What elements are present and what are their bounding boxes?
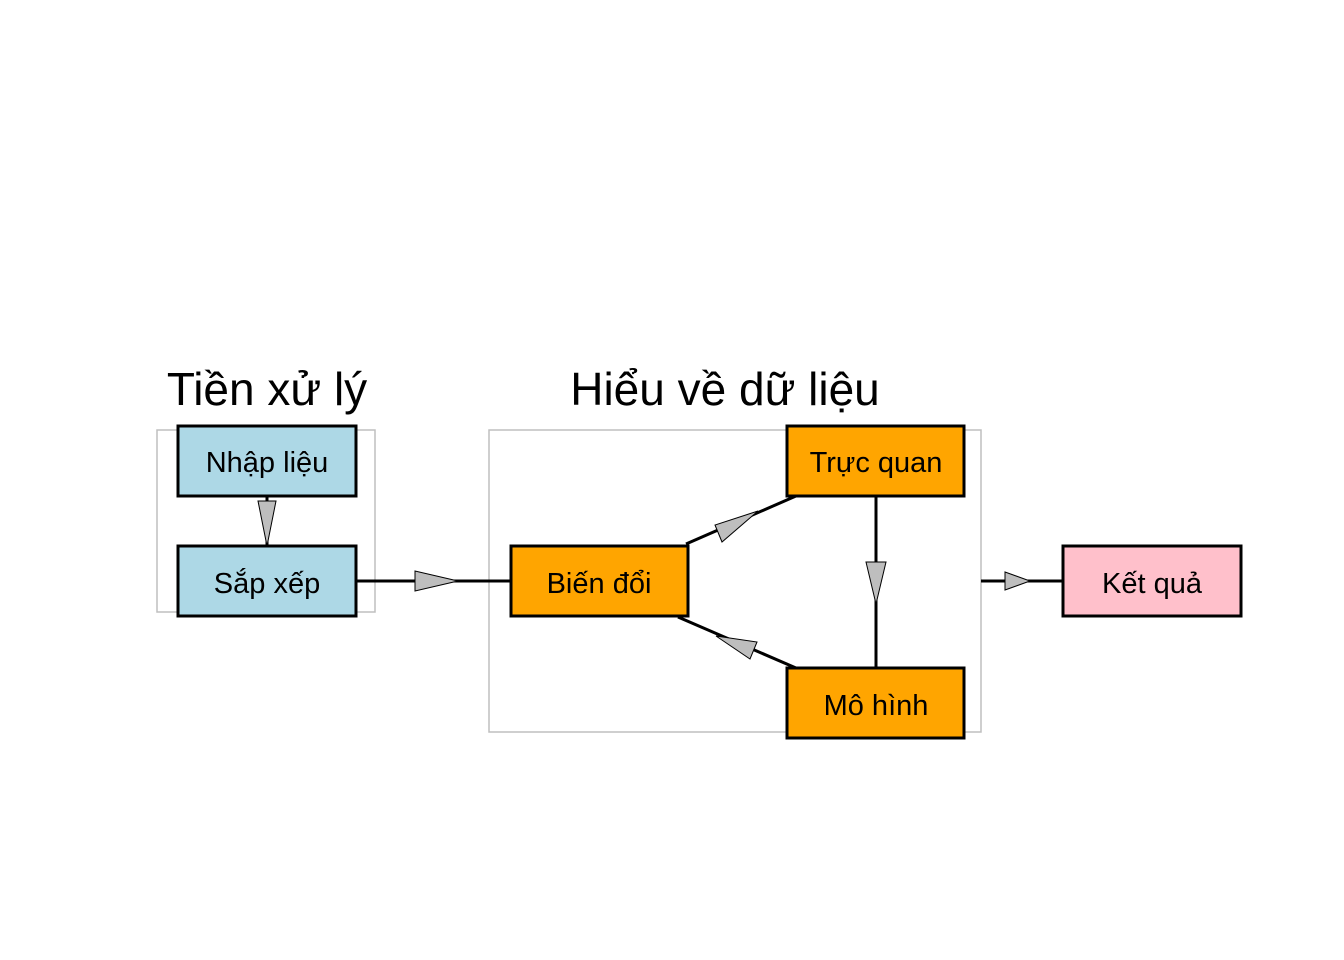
arrowhead-tidy-transform bbox=[414, 570, 459, 592]
node-model-label: Mô hình bbox=[824, 690, 929, 722]
arrowhead-model-transform bbox=[715, 635, 758, 660]
node-import-box bbox=[176, 424, 358, 498]
node-import-label: Nhập liệu bbox=[206, 447, 329, 479]
node-communicate: Kết quả bbox=[1061, 544, 1243, 618]
node-visualize-box bbox=[785, 424, 966, 498]
group-title-understand: Hiểu về dữ liệu bbox=[570, 363, 880, 415]
arrowhead-transform-visualize bbox=[714, 510, 759, 543]
group-title-preprocess: Tiền xử lý bbox=[167, 363, 367, 415]
node-transform: Biến đổi bbox=[509, 544, 690, 618]
node-transform-box bbox=[509, 544, 690, 618]
node-tidy: Sắp xếp bbox=[176, 544, 358, 618]
node-tidy-box bbox=[176, 544, 358, 618]
node-communicate-label: Kết quả bbox=[1102, 568, 1203, 600]
node-visualize: Trực quan bbox=[785, 424, 966, 498]
node-tidy-label: Sắp xếp bbox=[214, 567, 320, 600]
node-model: Mô hình bbox=[785, 666, 966, 740]
node-transform-label: Biến đổi bbox=[547, 568, 652, 600]
arrowhead-import-tidy bbox=[257, 500, 277, 547]
node-communicate-box bbox=[1061, 544, 1243, 618]
arrowhead-visualize-model bbox=[865, 561, 887, 605]
node-import: Nhập liệu bbox=[176, 424, 358, 498]
arrowhead-understand-communicate bbox=[1004, 571, 1032, 591]
node-visualize-label: Trực quan bbox=[810, 447, 943, 479]
node-model-box bbox=[785, 666, 966, 740]
